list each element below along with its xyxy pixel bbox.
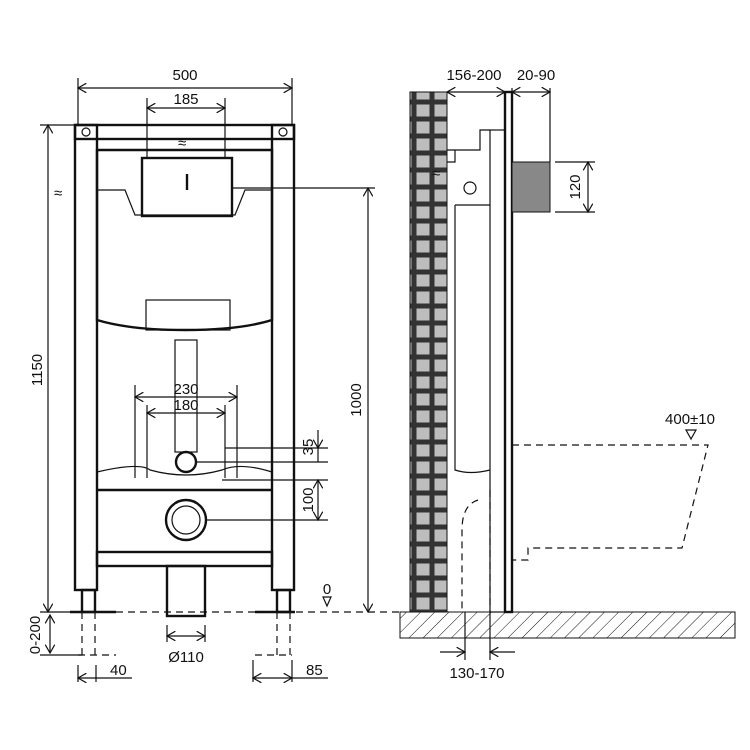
side-view: ≈ <box>399 88 736 660</box>
svg-text:≈: ≈ <box>54 185 62 202</box>
bowl-outline <box>512 444 709 561</box>
front-panel <box>503 90 514 614</box>
dim-height-total: 1150 <box>29 354 46 386</box>
wall-tiles <box>409 91 448 613</box>
flush-plate <box>140 156 234 218</box>
svg-text:≈: ≈ <box>432 165 440 182</box>
floor-level-label: 0 <box>323 581 331 598</box>
front-frame: ≈ ≈ <box>54 123 296 618</box>
dim-leg-adjust: 0-200 <box>27 616 44 654</box>
dim-pipe-diameter: Ø110 <box>168 649 204 666</box>
dim-flush-plate: 185 <box>173 91 198 108</box>
dim-foot-right: 85 <box>306 662 323 679</box>
dim-drain-height: 1000 <box>348 383 365 416</box>
front-dimensions <box>40 78 375 682</box>
dim-foot-left: 40 <box>110 662 127 679</box>
dim-offset-drain: 100 <box>300 487 317 512</box>
dim-drain-depth: 130-170 <box>449 665 504 682</box>
dim-stud-outer: 230 <box>173 381 198 398</box>
svg-text:≈: ≈ <box>178 135 186 152</box>
dim-frame-depth: 156-200 <box>446 67 501 84</box>
flush-pipe <box>511 161 551 213</box>
dim-stud-inner: 180 <box>173 397 198 414</box>
dim-width-total: 500 <box>172 67 197 84</box>
floor-hatch <box>399 611 736 639</box>
dim-wall-offset: 20-90 <box>517 67 555 84</box>
dim-offset-small: 35 <box>300 439 317 456</box>
dim-pipe-height: 120 <box>567 174 584 199</box>
dim-bowl-height: 400±10 <box>665 411 715 428</box>
